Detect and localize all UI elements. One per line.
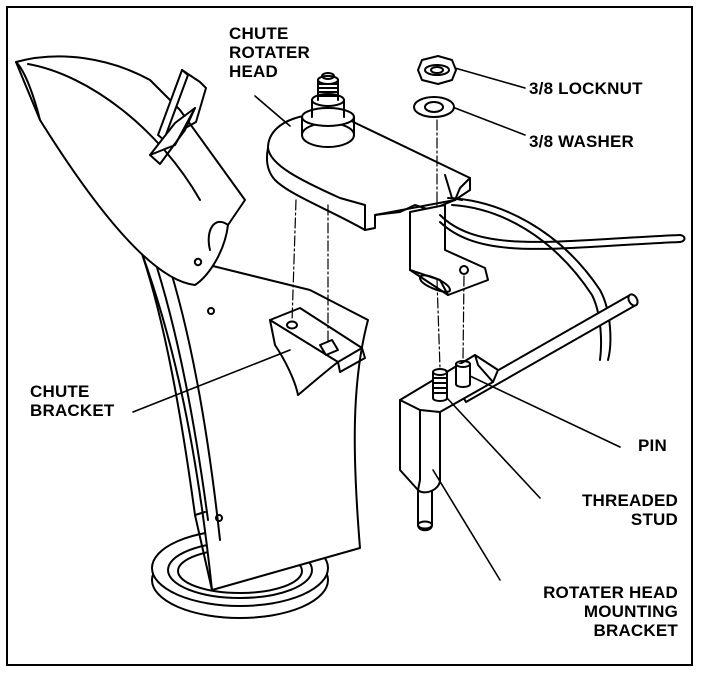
washer <box>413 96 455 118</box>
label-line: THREADED <box>581 491 678 510</box>
chute-hole <box>207 307 215 315</box>
label-line: CHUTE <box>30 382 90 401</box>
label-threaded-stud: THREADED STUD <box>560 491 678 529</box>
rotater-mount-bracket-upper <box>409 204 489 296</box>
chute-deflector <box>15 55 246 286</box>
alignment-lines <box>291 119 465 369</box>
label-line: MOUNTING <box>583 602 678 621</box>
label-washer: 3/8 WASHER <box>529 132 634 151</box>
locknut <box>417 55 457 85</box>
chute-hole <box>215 514 223 522</box>
label-pin: PIN <box>638 436 667 455</box>
label-chute-bracket: CHUTE BRACKET <box>30 382 115 420</box>
label-line: HEAD <box>229 62 278 81</box>
label-line: STUD <box>630 510 678 529</box>
label-line: CHUTE <box>229 24 289 43</box>
chute-body <box>139 247 369 591</box>
control-cable <box>439 197 686 361</box>
label-mounting-bracket: ROTATER HEAD MOUNTING BRACKET <box>500 583 678 640</box>
label-line: ROTATER <box>229 43 311 62</box>
chute-rotater-head <box>265 72 471 231</box>
label-line: BRACKET <box>30 401 115 420</box>
label-locknut: 3/8 LOCKNUT <box>529 79 643 98</box>
rotater-mount-bracket-lower <box>399 354 499 494</box>
label-line: ROTATER HEAD <box>543 583 678 602</box>
label-chute-rotater-head: CHUTE ROTATER HEAD <box>229 24 310 81</box>
diagram-border <box>6 6 693 666</box>
chute-bracket <box>269 307 366 396</box>
deflector-handle <box>149 69 207 165</box>
leader-lines <box>132 67 621 581</box>
label-line: BRACKET <box>593 621 678 640</box>
